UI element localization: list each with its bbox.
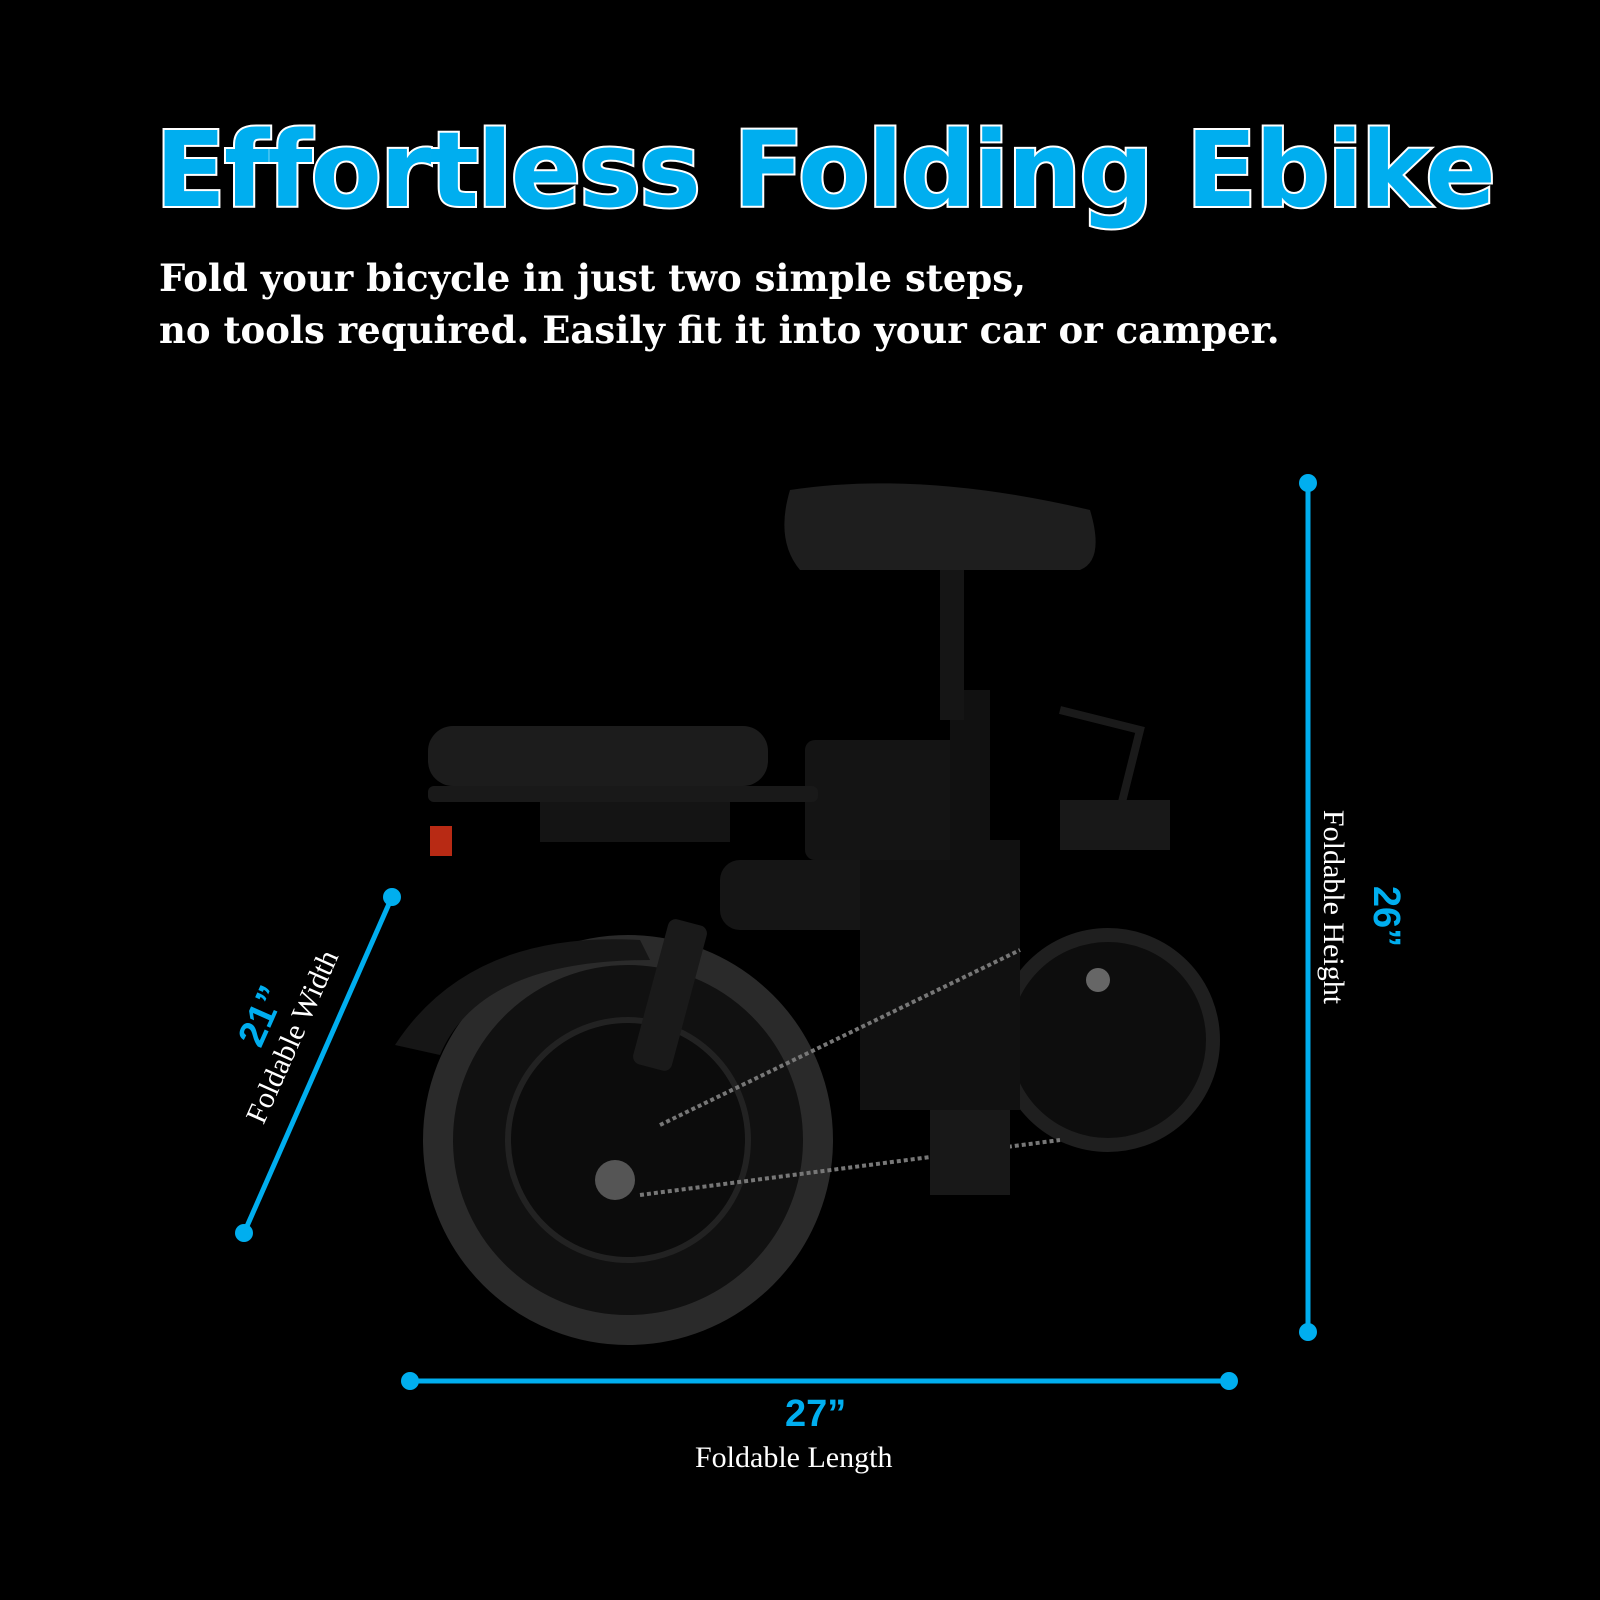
height-value: 26” bbox=[1365, 885, 1408, 948]
height-label: Foldable Height bbox=[1317, 809, 1351, 1005]
width-dimension-line bbox=[235, 888, 401, 1242]
length-dimension-line bbox=[401, 1372, 1238, 1390]
height-dimension-line bbox=[1299, 474, 1317, 1341]
length-value: 27” bbox=[785, 1393, 847, 1435]
subtitle-line-1: Fold your bicycle in just two simple ste… bbox=[159, 256, 1027, 300]
subtitle-line-2: no tools required. Easily fit it into yo… bbox=[159, 308, 1280, 352]
length-label: Foldable Length bbox=[695, 1441, 893, 1474]
page-title: Effortless Folding Ebike bbox=[153, 107, 1498, 233]
